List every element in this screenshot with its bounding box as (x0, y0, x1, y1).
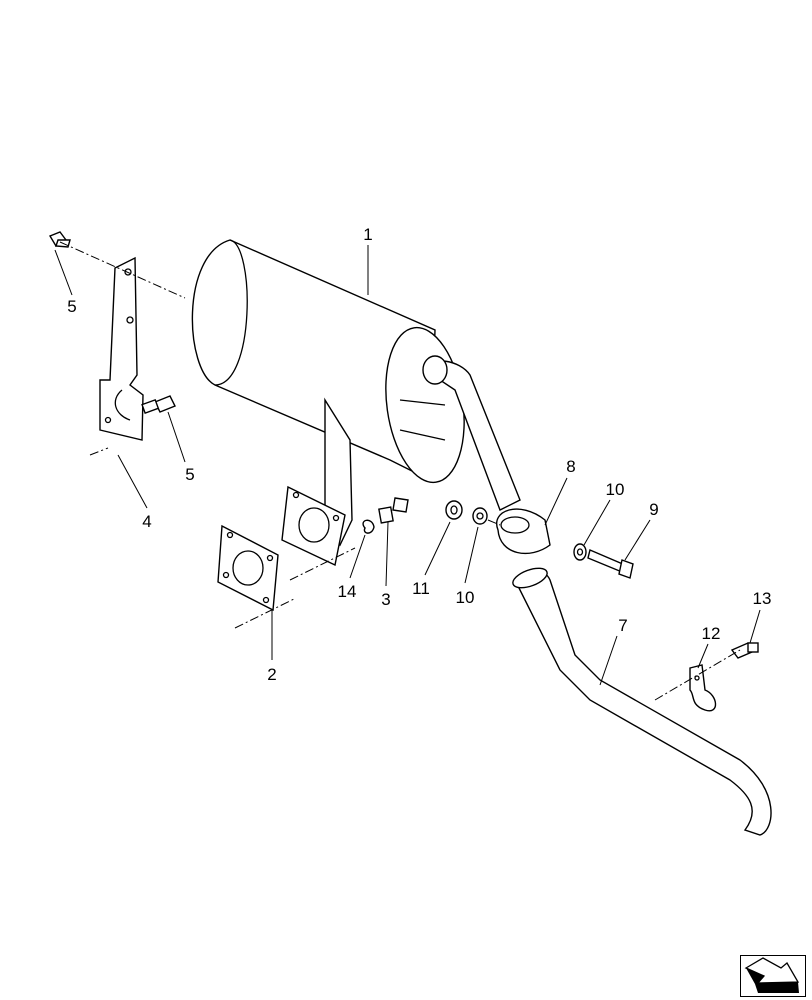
callout-14: 14 (338, 582, 357, 601)
callout-3: 3 (381, 590, 390, 609)
bolt (48, 231, 759, 659)
gasket (217, 524, 279, 612)
callout-7: 7 (618, 616, 627, 635)
callout-5: 5 (185, 465, 194, 484)
next-page-button[interactable] (740, 955, 806, 997)
washers-nuts (362, 500, 587, 561)
assembly-lines (59, 241, 741, 701)
flange (281, 485, 346, 567)
tail-pipe (512, 567, 772, 836)
callout-13: 13 (753, 589, 772, 608)
clip (689, 664, 717, 712)
callout-12: 12 (702, 624, 721, 643)
callout-4: 4 (142, 512, 151, 531)
callout-8: 8 (566, 457, 575, 476)
muffler (191, 239, 521, 547)
callout-9: 9 (649, 500, 658, 519)
next-page-arrow-icon (744, 957, 800, 993)
callout-10: 10 (606, 480, 625, 499)
hanger-bracket (99, 256, 144, 441)
callout-11: 11 (412, 579, 430, 598)
callout-1: 1 (363, 225, 372, 244)
leader-lines (54, 245, 761, 686)
callout-2: 2 (267, 665, 276, 684)
clamp (496, 508, 551, 555)
callout-5: 5 (67, 297, 76, 316)
callout-10: 10 (456, 588, 475, 607)
